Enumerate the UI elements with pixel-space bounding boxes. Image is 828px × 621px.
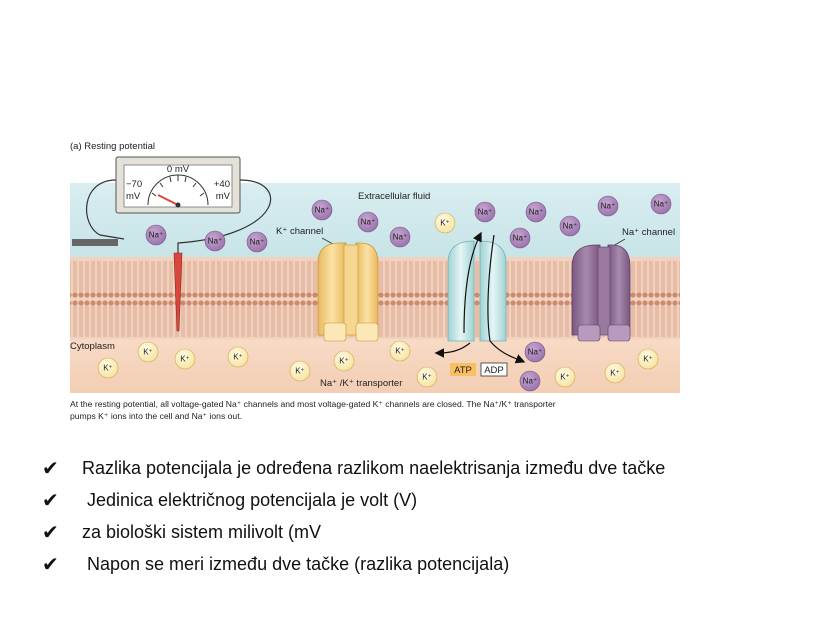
bullet-item: ✔ Napon se meri između dve tačke (razlik… <box>42 548 665 580</box>
meter-left-label: −70 <box>126 179 142 190</box>
svg-text:K⁺: K⁺ <box>103 364 113 373</box>
k-ion: K⁺ <box>333 350 355 372</box>
k-ion: K⁺ <box>554 366 576 388</box>
caption-line-2: pumps K⁺ ions into the cell and Na⁺ ions… <box>70 411 242 421</box>
bullet-item: ✔ Razlika potencijala je određena razlik… <box>42 452 665 484</box>
svg-text:K⁺: K⁺ <box>395 347 405 356</box>
na-ion: Na⁺ <box>389 226 411 248</box>
bullet-item: ✔ Jedinica električnog potencijala je vo… <box>42 484 665 516</box>
svg-text:K⁺: K⁺ <box>339 357 349 366</box>
svg-text:Na⁺: Na⁺ <box>523 377 537 386</box>
k-ion: K⁺ <box>637 348 659 370</box>
extracellular-label: Extracellular fluid <box>358 191 430 202</box>
voltmeter: 0 mV −70 mV +40 mV <box>115 156 241 214</box>
svg-text:K⁺: K⁺ <box>560 373 570 382</box>
na-ion: Na⁺ <box>524 341 546 363</box>
svg-text:Na⁺: Na⁺ <box>563 222 577 231</box>
na-ion: Na⁺ <box>311 199 333 221</box>
svg-text:Na⁺: Na⁺ <box>149 231 163 240</box>
meter-wire-left <box>86 179 125 240</box>
cytoplasm-label: Cytoplasm <box>70 341 115 352</box>
adp-label: ADP <box>484 365 504 376</box>
svg-text:Na⁺: Na⁺ <box>208 237 222 246</box>
bullet-list: ✔ Razlika potencijala je određena razlik… <box>42 452 665 580</box>
recording-electrode <box>173 252 183 332</box>
panel-label: (a) Resting potential <box>70 141 155 152</box>
meter-needle <box>157 194 179 206</box>
svg-text:K⁺: K⁺ <box>422 373 432 382</box>
svg-text:K⁺: K⁺ <box>233 353 243 362</box>
checkmark-icon: ✔ <box>42 489 59 512</box>
na-ion: Na⁺ <box>597 195 619 217</box>
na-ion: Na⁺ <box>246 231 268 253</box>
na-channel <box>571 244 631 342</box>
svg-text:K⁺: K⁺ <box>643 355 653 364</box>
meter-wire-right <box>177 179 272 253</box>
k-ion: K⁺ <box>289 360 311 382</box>
svg-text:Na⁺: Na⁺ <box>393 233 407 242</box>
svg-text:Na⁺: Na⁺ <box>601 202 615 211</box>
svg-text:Na⁺: Na⁺ <box>654 200 668 209</box>
na-ion: Na⁺ <box>525 201 547 223</box>
k-ion: K⁺ <box>604 362 626 384</box>
bullet-text: za biološki sistem milivolt (mV <box>82 521 322 542</box>
svg-text:K⁺: K⁺ <box>440 219 450 228</box>
resting-potential-diagram: (a) Resting potential 0 mV −70 mV +40 mV… <box>70 141 680 421</box>
k-ion: K⁺ <box>416 366 438 388</box>
k-ion: K⁺ <box>389 340 411 362</box>
checkmark-icon: ✔ <box>42 553 59 576</box>
adp-box <box>480 362 508 377</box>
bullet-text: Razlika potencijala je određena razlikom… <box>82 457 666 478</box>
atp-box <box>450 363 476 376</box>
svg-text:K⁺: K⁺ <box>143 348 153 357</box>
svg-text:K⁺: K⁺ <box>295 367 305 376</box>
caption-line-1: At the resting potential, all voltage-ga… <box>70 399 556 409</box>
svg-text:Na⁺: Na⁺ <box>315 206 329 215</box>
svg-text:K⁺: K⁺ <box>610 369 620 378</box>
meter-left-unit: mV <box>126 191 141 202</box>
meter-right-label: +40 <box>214 179 230 190</box>
svg-text:Na⁺: Na⁺ <box>361 218 375 227</box>
meter-right-unit: mV <box>216 191 231 202</box>
na-ion: Na⁺ <box>650 193 672 215</box>
na-ion: Na⁺ <box>559 215 581 237</box>
na-ion: Na⁺ <box>509 227 531 249</box>
na-channel-label: Na⁺ channel <box>622 227 675 238</box>
k-channel-label: K⁺ channel <box>276 226 323 237</box>
na-ion: Na⁺ <box>519 370 541 392</box>
transporter-label: Na⁺ /K⁺ transporter <box>320 378 402 389</box>
checkmark-icon: ✔ <box>42 521 59 544</box>
svg-text:Na⁺: Na⁺ <box>478 208 492 217</box>
meter-zero-label: 0 mV <box>167 164 190 175</box>
svg-text:K⁺: K⁺ <box>180 355 190 364</box>
cytoplasm-region <box>70 331 680 393</box>
k-ion: K⁺ <box>174 348 196 370</box>
bullet-text: Napon se meri između dve tačke (razlika … <box>82 553 510 574</box>
svg-text:Na⁺: Na⁺ <box>529 208 543 217</box>
svg-text:Na⁺: Na⁺ <box>528 348 542 357</box>
svg-text:Na⁺: Na⁺ <box>250 238 264 247</box>
k-ion: K⁺ <box>227 346 249 368</box>
bullet-text: Jedinica električnog potencijala je volt… <box>82 489 418 510</box>
na-ion: Na⁺ <box>145 224 167 246</box>
na-ion: Na⁺ <box>204 230 226 252</box>
k-ion: K⁺ <box>137 341 159 363</box>
k-channel <box>317 242 379 342</box>
na-ion: Na⁺ <box>357 211 379 233</box>
na-ion: Na⁺ <box>474 201 496 223</box>
reference-electrode <box>72 239 118 246</box>
svg-text:Na⁺: Na⁺ <box>513 234 527 243</box>
k-ion: K⁺ <box>434 212 456 234</box>
bullet-item: ✔ za biološki sistem milivolt (mV <box>42 516 665 548</box>
k-ion: K⁺ <box>97 357 119 379</box>
na-k-transporter <box>434 231 526 364</box>
atp-label: ATP <box>454 365 472 376</box>
checkmark-icon: ✔ <box>42 457 59 480</box>
